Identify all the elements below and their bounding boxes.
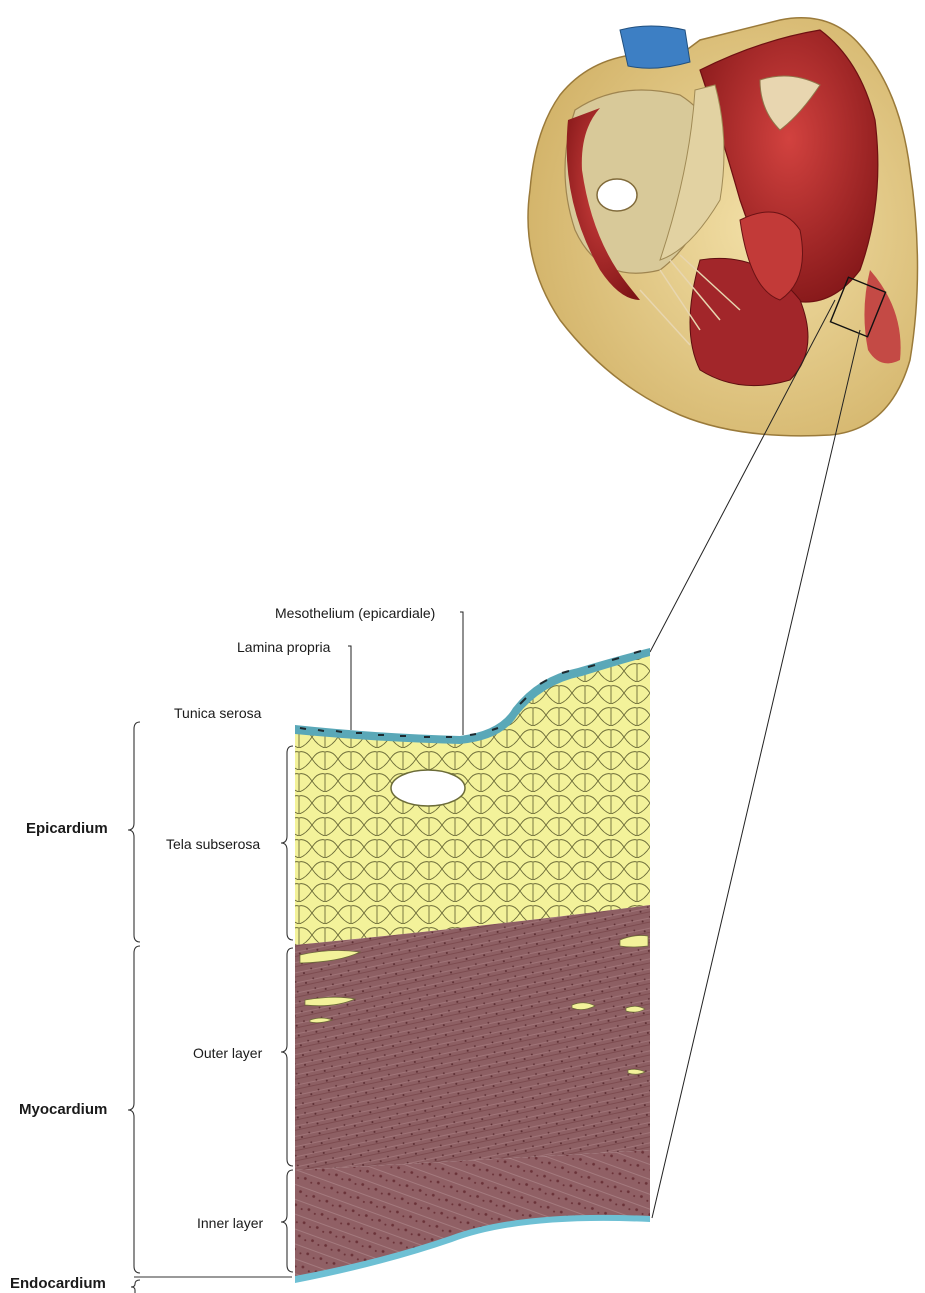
histology-section bbox=[295, 648, 650, 1283]
heart-cross-section bbox=[528, 18, 918, 436]
label-tunica-serosa: Tunica serosa bbox=[174, 705, 261, 721]
leader-lamina-propria bbox=[348, 646, 351, 730]
label-tela-subserosa: Tela subserosa bbox=[166, 836, 260, 852]
brace-endocardium bbox=[131, 1280, 140, 1293]
brace-tela-subserosa bbox=[281, 746, 293, 940]
leader-mesothelium bbox=[460, 612, 463, 735]
coronary-sinus-opening bbox=[597, 179, 637, 211]
brace-epicardium bbox=[128, 722, 140, 942]
braces bbox=[128, 722, 293, 1293]
label-inner-layer: Inner layer bbox=[197, 1215, 263, 1231]
brace-myocardium bbox=[128, 946, 140, 1273]
label-mesothelium: Mesothelium (epicardiale) bbox=[275, 605, 435, 621]
zoom-line-lower bbox=[652, 330, 860, 1218]
label-lamina-propria: Lamina propria bbox=[237, 639, 330, 655]
inner-myocardium bbox=[295, 1150, 650, 1278]
outer-myocardium bbox=[295, 905, 650, 1170]
fat-layer bbox=[295, 652, 650, 945]
brace-outer-layer bbox=[281, 948, 293, 1166]
blood-vessel-lumen bbox=[391, 770, 465, 806]
brace-inner-layer bbox=[281, 1170, 293, 1272]
vessel-blue bbox=[620, 26, 690, 68]
label-epicardium: Epicardium bbox=[26, 821, 108, 837]
label-myocardium: Myocardium bbox=[19, 1102, 107, 1118]
label-endocardium: Endocardium bbox=[10, 1276, 106, 1292]
label-outer-layer: Outer layer bbox=[193, 1045, 262, 1061]
